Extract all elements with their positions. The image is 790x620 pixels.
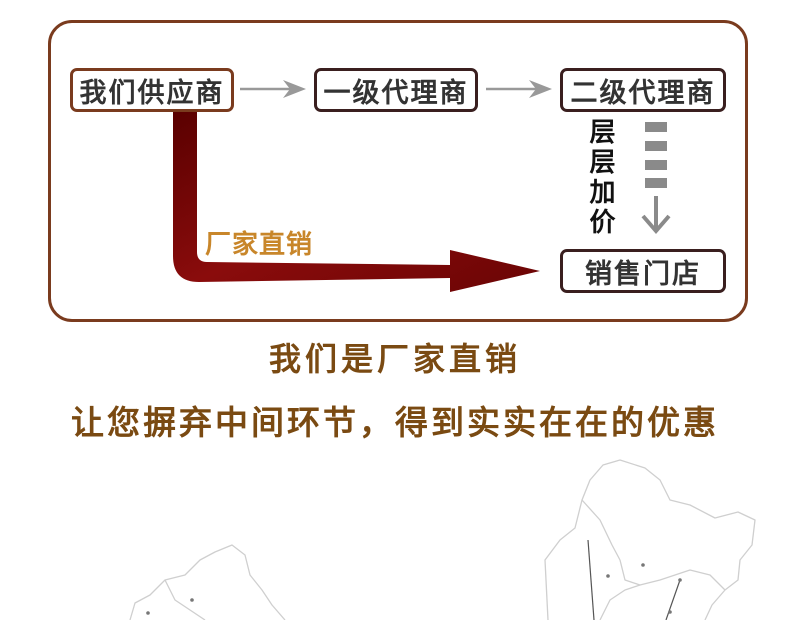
map-northeast-outline	[544, 459, 756, 620]
map-dot	[668, 610, 672, 614]
map-dot	[146, 611, 150, 615]
map-dot	[678, 578, 682, 582]
store-label: 销售门店	[585, 258, 701, 290]
second-agent-box: 二级代理商	[560, 68, 726, 112]
map-inner-border	[164, 579, 206, 620]
direct-sales-label: 厂家直销	[205, 230, 314, 260]
arrow-supplier-to-agent1	[240, 80, 306, 98]
map-inner-border	[619, 559, 726, 591]
store-box: 销售门店	[560, 249, 726, 293]
arrow-agent1-to-agent2	[486, 80, 552, 98]
map-dot	[190, 598, 194, 602]
map-inner-border	[599, 584, 641, 620]
subline: 让您摒弃中间环节，得到实实在在的优惠	[71, 403, 719, 442]
diagram-frame	[48, 20, 748, 322]
direct-sales-arrow	[173, 112, 540, 292]
map-dot	[606, 574, 610, 578]
first-agent-box: 一级代理商	[314, 68, 478, 112]
map-dot	[641, 563, 645, 567]
second-agent-label: 二级代理商	[570, 77, 716, 109]
headline: 我们是厂家直销	[268, 340, 521, 378]
markup-vertical-label: 层层加价	[585, 118, 615, 238]
map-pin-stem	[665, 579, 681, 620]
first-agent-label: 一级代理商	[323, 77, 469, 109]
markup-dashed-arrow	[641, 122, 671, 235]
map-west-outline	[129, 544, 286, 620]
supplier-box: 我们供应商	[70, 68, 234, 112]
map-inner-border	[581, 499, 621, 561]
map-pin-stem	[587, 539, 595, 620]
supplier-label: 我们供应商	[79, 77, 225, 109]
